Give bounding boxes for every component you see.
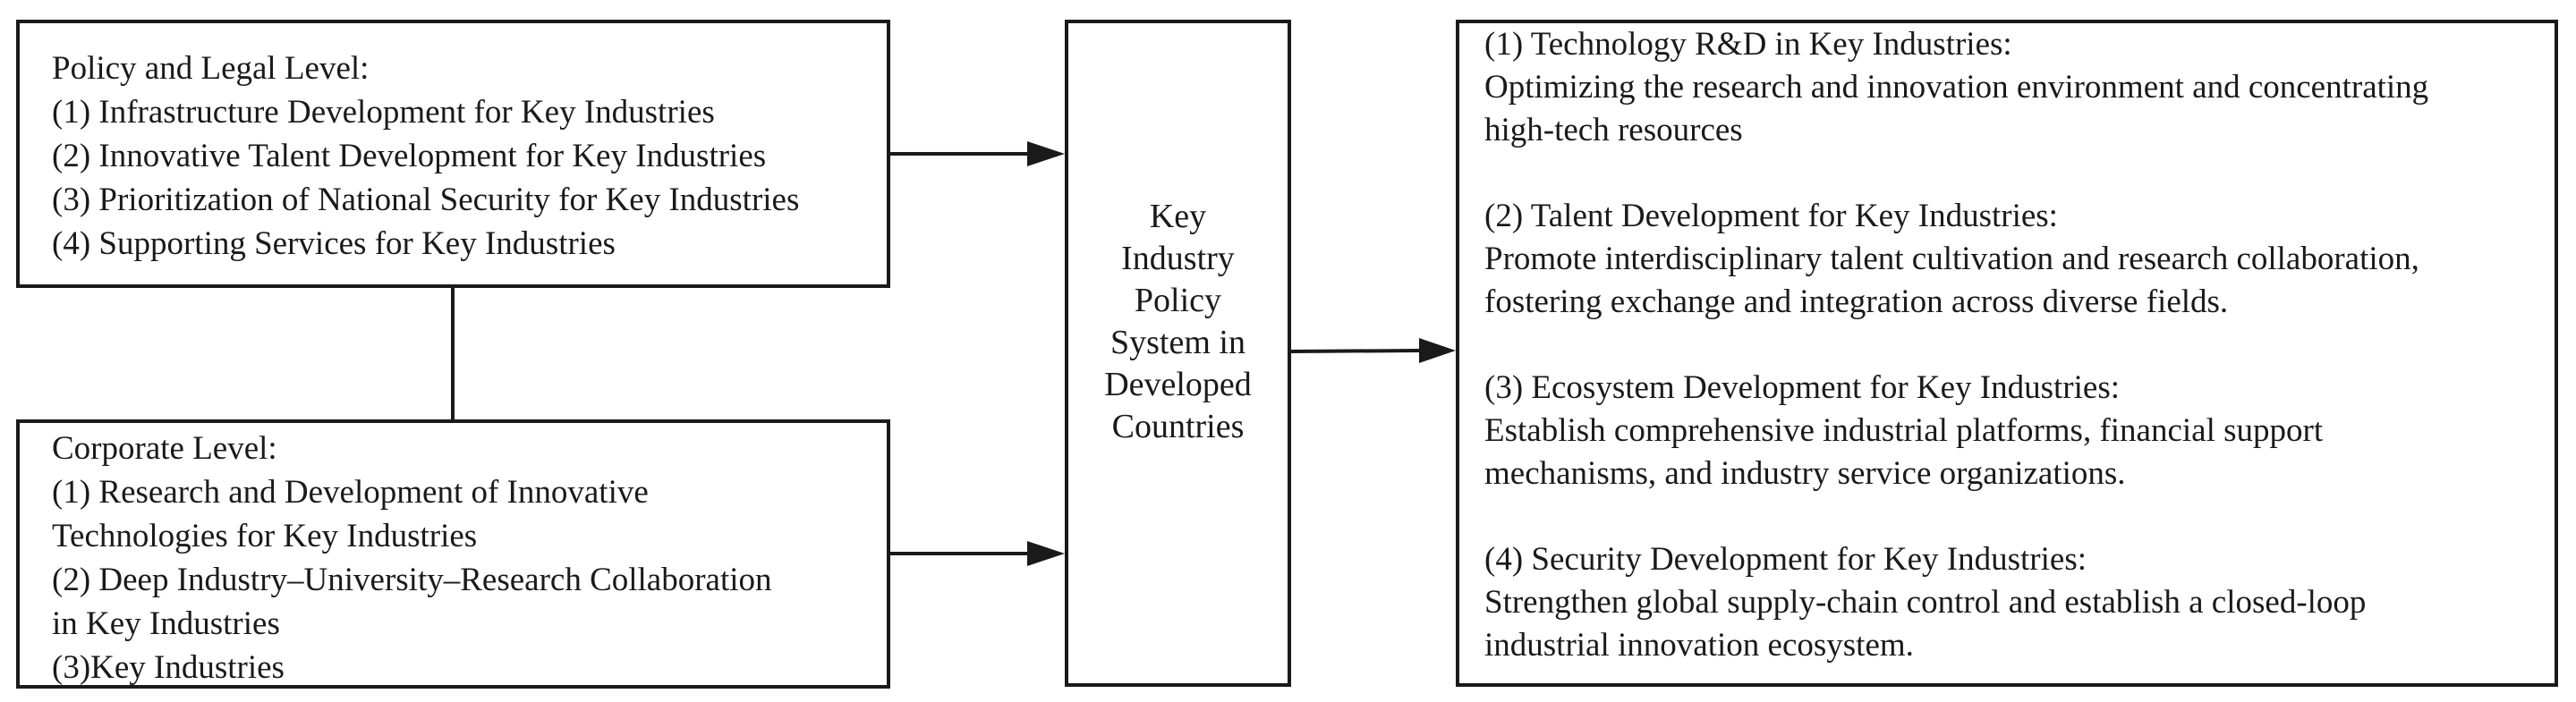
measure-description: fostering exchange and integration acros… <box>1484 283 2229 320</box>
corporate-line: Technologies for Key Industries <box>52 518 478 554</box>
center-line: Countries <box>1111 408 1245 445</box>
policy-item: (3) Prioritization of National Security … <box>52 182 800 218</box>
key-industry-policy-system-box: Key Industry Policy System in Developed … <box>1065 20 1291 687</box>
center-line: System in <box>1110 324 1245 361</box>
measure-description: Optimizing the research and innovation e… <box>1484 69 2429 106</box>
corporate-to-center-arrowhead <box>1027 541 1065 566</box>
measure-description: mechanisms, and industry service organiz… <box>1484 455 2126 492</box>
center-line: Key <box>1149 198 1207 235</box>
center-line: Developed <box>1104 366 1252 403</box>
corporate-line: (3)Key Industries <box>52 649 285 686</box>
measure-description: Strengthen global supply-chain control a… <box>1484 584 2367 621</box>
center-line: Industry <box>1121 240 1235 277</box>
measure-talent-development: (2) Talent Development for Key Industrie… <box>1484 195 2555 324</box>
policy-item: (4) Supporting Services for Key Industri… <box>52 225 616 262</box>
policy-legal-level-box: Policy and Legal Level: (1) Infrastructu… <box>16 20 890 288</box>
measure-description: Establish comprehensive industrial platf… <box>1484 412 2324 449</box>
measure-title: (2) Talent Development for Key Industrie… <box>1484 198 2058 234</box>
measure-security-development: (4) Security Development for Key Industr… <box>1484 538 2555 667</box>
policy-item: (1) Infrastructure Development for Key I… <box>52 94 715 131</box>
center-to-measures-arrowhead <box>1419 338 1456 363</box>
corporate-line: in Key Industries <box>52 605 280 642</box>
corporate-line: (2) Deep Industry–University–Research Co… <box>52 562 772 598</box>
center-label: Key Industry Policy System in Developed … <box>1104 196 1252 448</box>
measure-technology-rd: (1) Technology R&D in Key Industries: Op… <box>1484 23 2555 152</box>
corporate-heading: Corporate Level: <box>52 430 277 467</box>
center-line: Policy <box>1134 282 1222 319</box>
policy-item: (2) Innovative Talent Development for Ke… <box>52 138 767 174</box>
measure-title: (1) Technology R&D in Key Industries: <box>1484 26 2012 63</box>
measure-title: (4) Security Development for Key Industr… <box>1484 541 2087 578</box>
development-measures-box: (1) Technology R&D in Key Industries: Op… <box>1456 20 2558 687</box>
policy-to-center-arrowhead <box>1027 141 1065 166</box>
measure-description: industrial innovation ecosystem. <box>1484 627 1914 664</box>
corporate-line: (1) Research and Development of Innovati… <box>52 474 649 511</box>
corporate-level-box: Corporate Level: (1) Research and Develo… <box>16 419 890 689</box>
measure-title: (3) Ecosystem Development for Key Indust… <box>1484 369 2121 406</box>
measure-ecosystem-development: (3) Ecosystem Development for Key Indust… <box>1484 367 2555 495</box>
policy-heading: Policy and Legal Level: <box>52 50 370 87</box>
measure-description: high-tech resources <box>1484 112 1743 148</box>
measure-description: Promote interdisciplinary talent cultiva… <box>1484 241 2419 277</box>
